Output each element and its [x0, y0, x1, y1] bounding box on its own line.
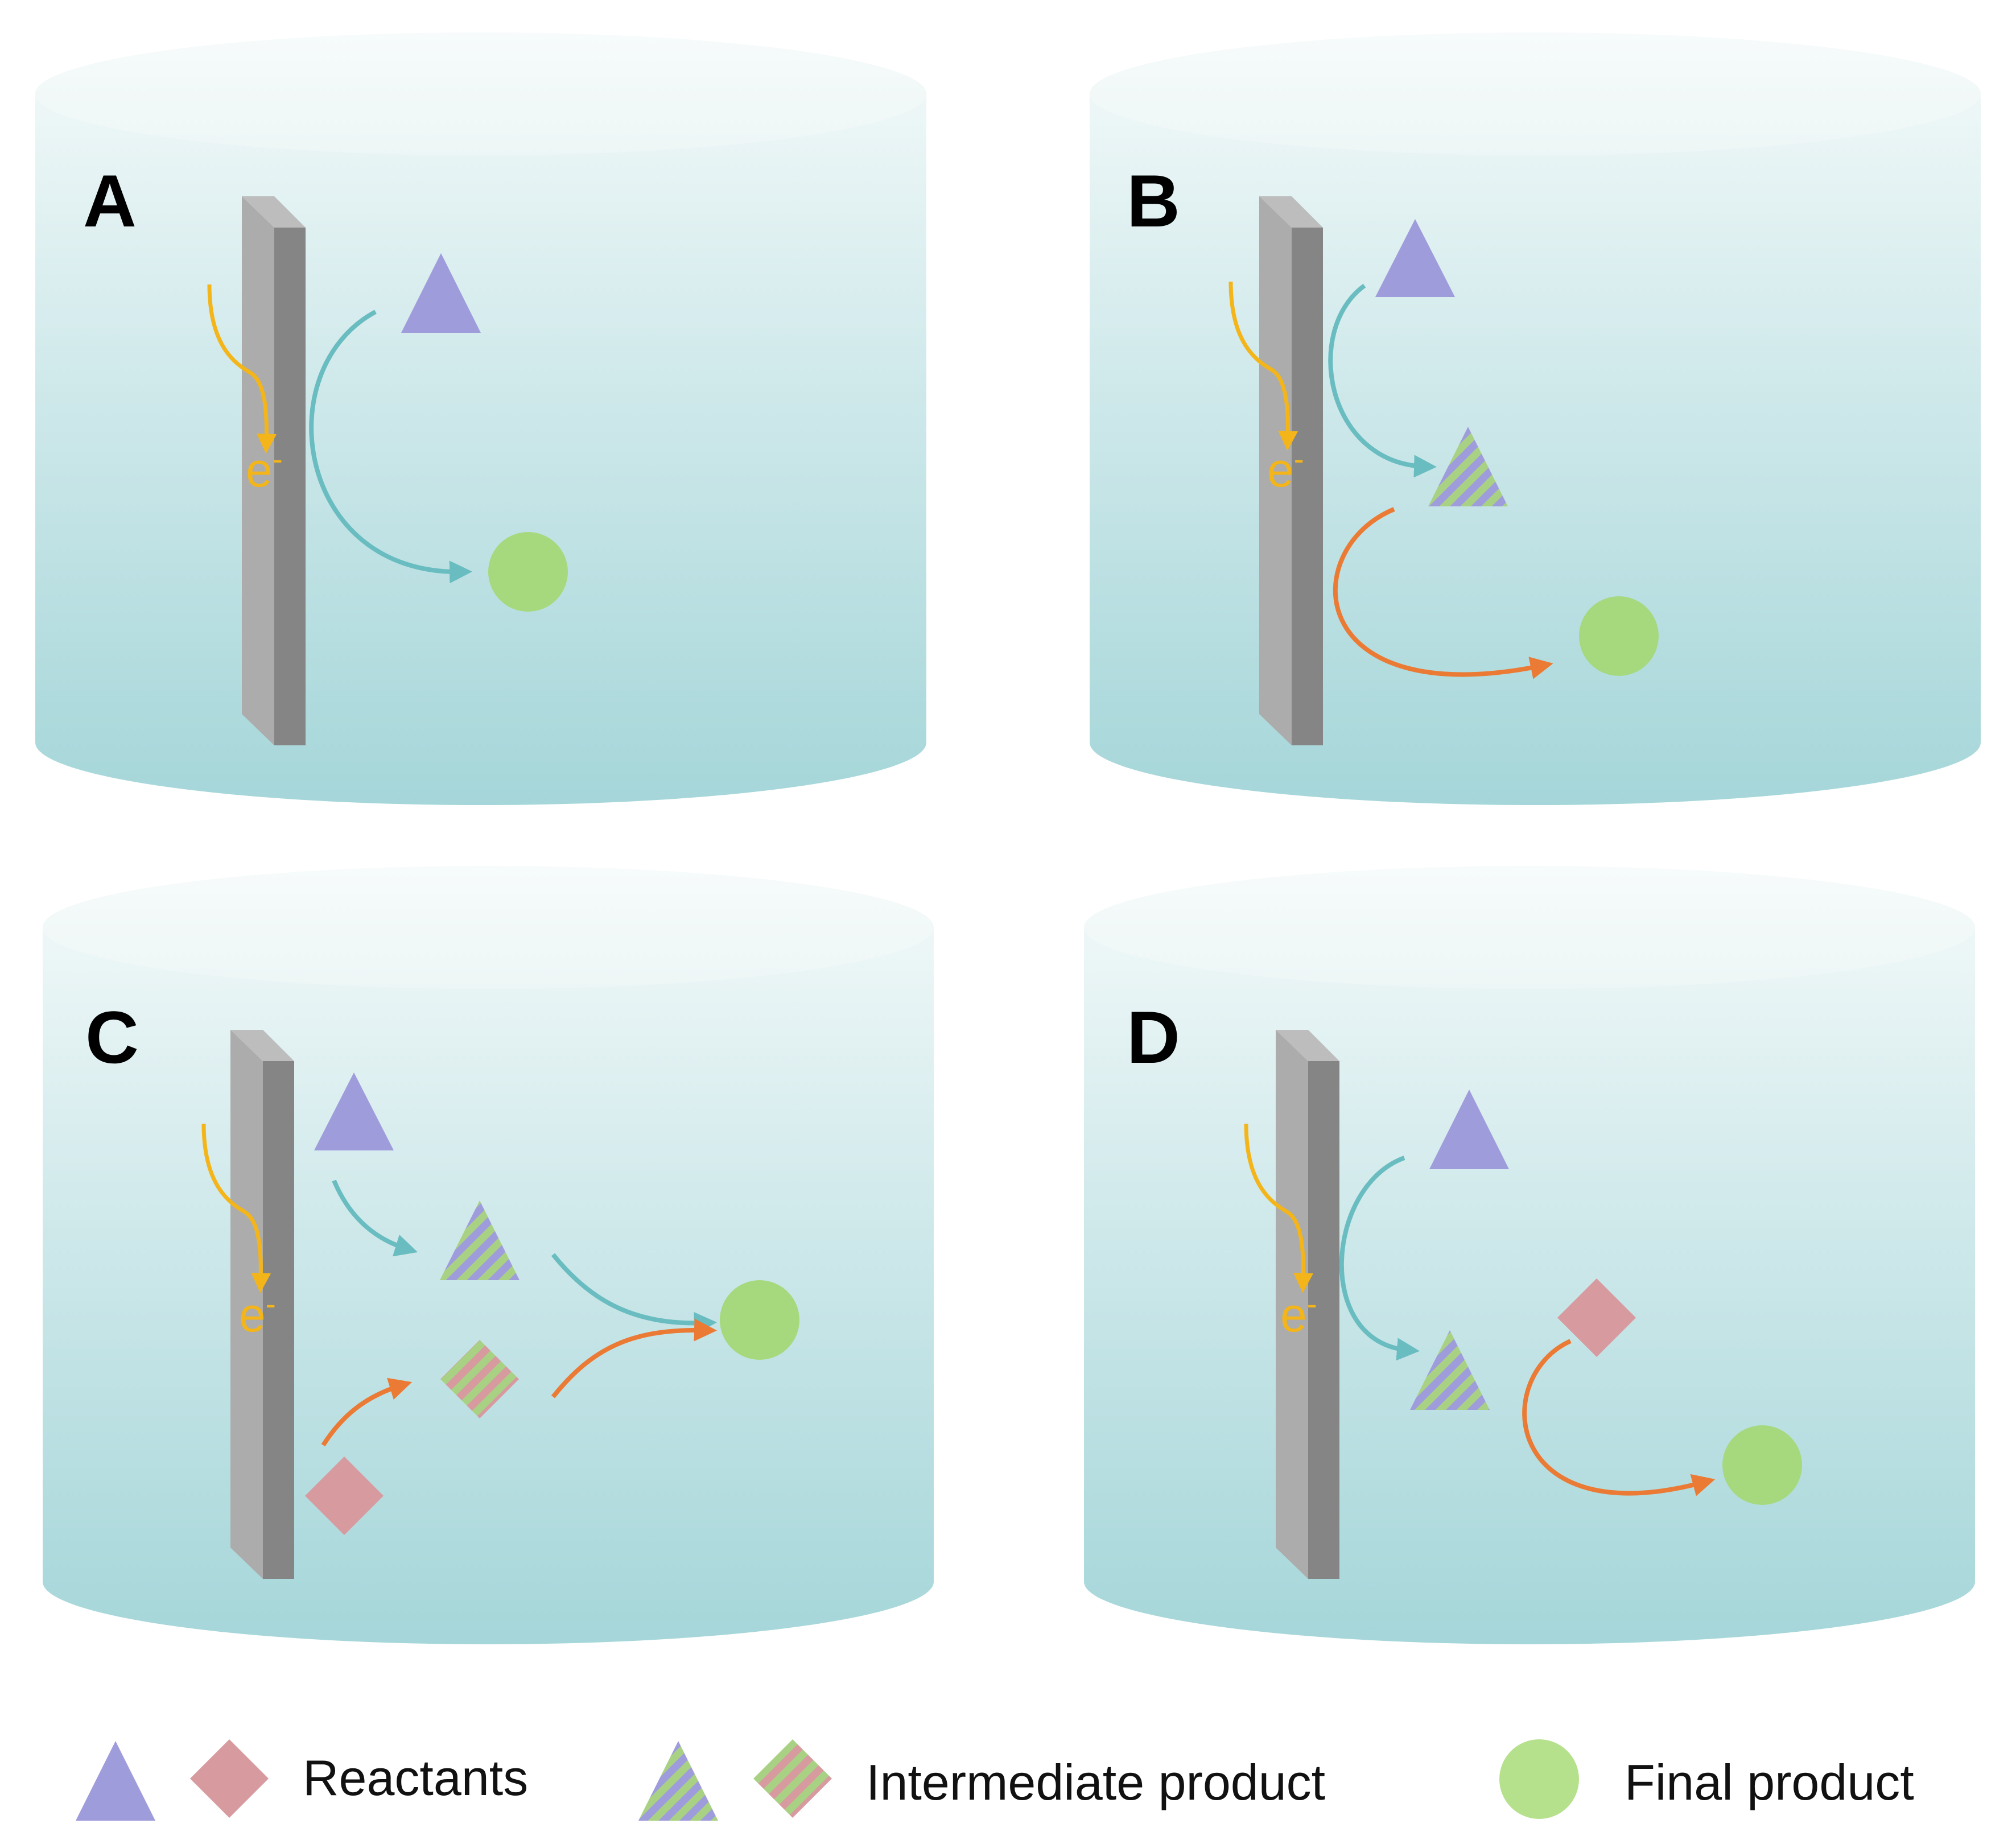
- legend-reactant-triangle: [76, 1741, 155, 1821]
- electron-label: e-: [246, 442, 283, 497]
- electron-arrow: [201, 1123, 271, 1293]
- reaction-arrow: [1339, 1156, 1420, 1361]
- reactant-triangle: [1375, 219, 1455, 297]
- water-surface: [1084, 866, 1975, 989]
- water-surface: [35, 32, 926, 155]
- panel-d: D e-: [1084, 866, 1975, 1644]
- panel-label: B: [1127, 159, 1180, 242]
- panel-label: D: [1127, 996, 1180, 1079]
- intermediate-triangle: [440, 1201, 520, 1280]
- electron-arrow: [207, 284, 277, 454]
- reactant-triangle: [314, 1072, 394, 1150]
- intermediate-triangle: [1410, 1330, 1490, 1410]
- panel-a: A e-: [35, 32, 926, 805]
- water-tank: [1084, 927, 1975, 1644]
- reactant-triangle: [401, 253, 481, 333]
- electrode: [242, 196, 306, 745]
- legend-intermediate-triangle: [638, 1741, 718, 1821]
- final-product-circle: [720, 1280, 799, 1360]
- intermediate-triangle: [1428, 427, 1508, 506]
- legend: Reactants Intermediate product Final pro…: [76, 1739, 1914, 1821]
- electron-arrow: [1228, 281, 1298, 451]
- water-tank: [35, 94, 926, 805]
- legend-reactant-diamond: [190, 1739, 269, 1818]
- panel-label: A: [83, 159, 137, 242]
- reaction-arrow: [551, 1318, 717, 1399]
- panel-label: C: [85, 996, 139, 1079]
- reaction-arrow: [551, 1253, 717, 1335]
- legend-reactants-label: Reactants: [303, 1750, 528, 1806]
- electrode: [1276, 1030, 1339, 1579]
- panel-b: B e-: [1090, 32, 1981, 805]
- electron-label: e-: [1267, 442, 1304, 497]
- water-surface: [1090, 32, 1981, 155]
- reaction-arrow: [1328, 283, 1437, 478]
- legend-intermediate-label: Intermediate product: [866, 1754, 1325, 1810]
- electron-label: e-: [239, 1287, 276, 1342]
- final-product-circle: [1722, 1425, 1802, 1505]
- reactant-diamond: [1557, 1278, 1636, 1357]
- reaction-arrow: [1333, 507, 1553, 679]
- final-product-circle: [488, 532, 568, 612]
- reactant-triangle: [1429, 1090, 1509, 1169]
- water-tank: [43, 927, 934, 1644]
- reaction-arrow: [309, 310, 472, 584]
- reaction-arrow: [332, 1179, 418, 1257]
- legend-intermediate-diamond: [753, 1739, 832, 1818]
- reaction-arrow: [321, 1377, 413, 1447]
- reaction-arrow: [1522, 1339, 1716, 1496]
- electrode: [1259, 196, 1323, 745]
- water-tank: [1090, 94, 1981, 805]
- reactant-diamond: [305, 1457, 384, 1535]
- electron-arrow: [1244, 1123, 1314, 1293]
- legend-final-circle: [1499, 1739, 1579, 1819]
- water-surface: [43, 866, 934, 989]
- intermediate-diamond: [440, 1340, 519, 1418]
- electrode: [230, 1030, 294, 1579]
- panel-c: C e-: [43, 866, 934, 1644]
- electron-label: e-: [1280, 1287, 1317, 1342]
- legend-final-label: Final product: [1625, 1754, 1914, 1810]
- final-product-circle: [1579, 596, 1659, 676]
